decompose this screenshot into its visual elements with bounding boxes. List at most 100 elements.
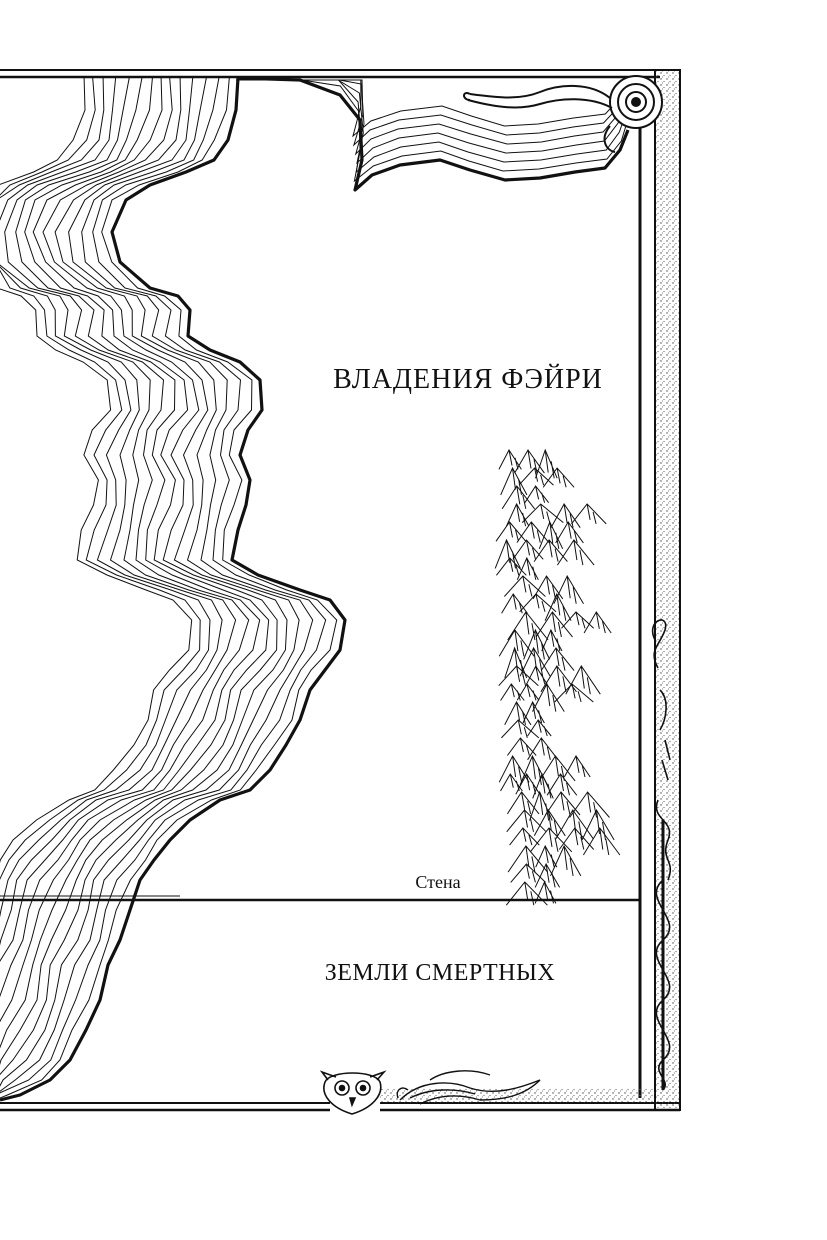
- contour-line: [237, 79, 631, 138]
- mountain-peak: [541, 628, 563, 652]
- mountain-peak: [527, 737, 559, 761]
- contour-line: [0, 77, 250, 998]
- mountain-peak: [555, 521, 584, 544]
- mountain-peak: [582, 827, 621, 856]
- mountain-peak: [554, 683, 594, 703]
- mountain-peak: [514, 449, 545, 474]
- mountain-peak: [509, 827, 540, 846]
- contour-line: [0, 77, 261, 1023]
- mountain-peak: [553, 574, 584, 604]
- mountain-peak: [527, 719, 552, 737]
- mountain-peak: [534, 862, 561, 888]
- mountain-peak: [532, 575, 564, 600]
- contour-line: [0, 77, 300, 1087]
- mountain-peak: [532, 772, 554, 799]
- mountain-peak: [512, 539, 544, 560]
- mountain-peak: [506, 809, 547, 833]
- mountain-peak: [507, 845, 548, 873]
- mountain-peak: [510, 863, 546, 883]
- mountain-peak: [521, 503, 564, 523]
- mountain-range-icon: [494, 448, 621, 906]
- mountain-peak: [518, 467, 554, 486]
- contour-line: [0, 77, 201, 880]
- mountain-peak: [501, 719, 540, 739]
- contour-line: [239, 79, 627, 174]
- mountain-peak: [523, 628, 551, 660]
- mountain-peak: [538, 755, 576, 782]
- serpent-staff-icon: [652, 619, 672, 1091]
- map-frame: [0, 69, 681, 1112]
- region-label-faerie: ВЛАДЕНИЯ ФЭЙРИ: [333, 364, 603, 395]
- mountain-peak: [544, 592, 572, 621]
- mountain-peak: [581, 808, 615, 841]
- mountain-peak: [558, 827, 595, 850]
- contour-line: [0, 77, 237, 962]
- mountain-peak: [498, 629, 535, 657]
- mountain-peak: [534, 880, 557, 904]
- contour-line: [0, 77, 314, 1092]
- mountain-peak: [505, 881, 548, 906]
- contour-line: [0, 77, 193, 864]
- mountain-peak: [506, 737, 537, 756]
- contour-line: [0, 77, 338, 1099]
- coastline: [0, 76, 630, 1102]
- region-label-mortal: ЗЕМЛИ СМЕРТНЫХ: [325, 960, 556, 986]
- mountain-peak: [524, 485, 550, 504]
- contour-lines: [0, 77, 631, 1099]
- mountain-peak: [540, 665, 577, 693]
- mountain-peak: [496, 557, 527, 576]
- mountain-peak: [515, 773, 541, 795]
- mountain-peak: [516, 683, 540, 701]
- mountain-peak: [498, 754, 530, 783]
- mountain-peak: [546, 773, 578, 796]
- mountain-peak: [504, 575, 546, 597]
- mountain-peak: [535, 844, 558, 868]
- mountain-peak: [556, 539, 595, 566]
- scroll-flourish-icon: [463, 75, 663, 153]
- contour-line: [0, 77, 223, 946]
- bird-icon: [396, 1070, 541, 1105]
- mountain-peak: [544, 791, 581, 816]
- mountain-peak: [563, 755, 591, 778]
- mountain-peak: [530, 827, 573, 853]
- owl-icon: [319, 1070, 387, 1115]
- mountain-peak: [565, 665, 601, 695]
- contour-line: [236, 79, 629, 156]
- mountain-peak: [501, 485, 535, 510]
- contour-line: [239, 79, 628, 183]
- mountain-peak: [542, 467, 575, 488]
- mountain-peak: [535, 448, 558, 479]
- mountain-peak: [507, 611, 549, 641]
- contour-line: [0, 77, 270, 1049]
- mountain-peak: [522, 700, 545, 724]
- mountain-peak: [506, 791, 540, 815]
- mountain-peak: [571, 503, 607, 525]
- mountain-peak: [533, 539, 568, 562]
- contour-line: [236, 79, 631, 147]
- mountain-peak: [569, 791, 610, 818]
- mountain-peak: [500, 466, 528, 496]
- mountain-peak: [540, 647, 575, 671]
- contour-line: [238, 79, 627, 165]
- mountain-peak: [583, 611, 612, 634]
- contour-line: [0, 77, 278, 1066]
- mountain-peak: [519, 593, 557, 613]
- mountain-peak: [516, 556, 539, 581]
- mountain-peak: [505, 502, 530, 527]
- mountain-peak: [533, 809, 566, 837]
- mountain-peak: [555, 809, 594, 840]
- wall-label: Стена: [415, 872, 460, 892]
- mountain-peak: [495, 521, 527, 542]
- contour-line: [0, 77, 327, 1094]
- contour-line: [0, 77, 211, 918]
- mountain-peak: [526, 664, 548, 685]
- mountain-peak: [550, 844, 582, 877]
- mountain-peak: [501, 593, 528, 614]
- mountain-peak: [516, 521, 550, 543]
- mountain-peak: [561, 611, 595, 629]
- mountain-peak: [500, 683, 525, 701]
- mountain-peak: [532, 682, 565, 712]
- contour-line: [0, 77, 288, 1076]
- mountain-peak: [535, 611, 573, 638]
